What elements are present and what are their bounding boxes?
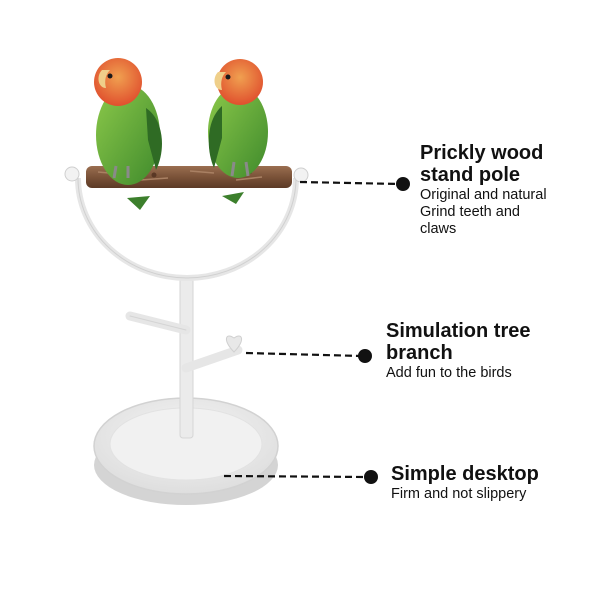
stand-ring: [75, 177, 299, 281]
leader-line-branch: [245, 349, 372, 363]
stand-base: [93, 397, 279, 505]
callout-description: Add fun to the birds: [386, 365, 512, 381]
callout-title: Simulation tree branch: [386, 320, 531, 364]
leader-line-base: [223, 470, 378, 484]
callout-title: Prickly wood stand pole: [420, 142, 544, 186]
stand-pole: [179, 277, 194, 439]
callout-simulation-tree-branch: Simulation tree branch Add fun to the bi…: [386, 320, 586, 382]
ring-clip-left: [64, 166, 80, 182]
ring-clip-right: [293, 167, 309, 183]
branch-leaf: [226, 335, 242, 353]
callout-description: Firm and not slippery: [391, 486, 527, 502]
bird-left: [94, 58, 162, 210]
leader-line-perch: [299, 177, 410, 191]
tree-branch: [125, 311, 243, 373]
callout-description: Original and natural Grind teeth and cla…: [420, 187, 547, 237]
callout-prickly-wood-pole: Prickly wood stand pole Original and nat…: [420, 142, 595, 238]
bird-right: [208, 59, 268, 204]
callout-simple-desktop: Simple desktop Firm and not slippery: [391, 463, 591, 503]
callout-title: Simple desktop: [391, 463, 539, 485]
